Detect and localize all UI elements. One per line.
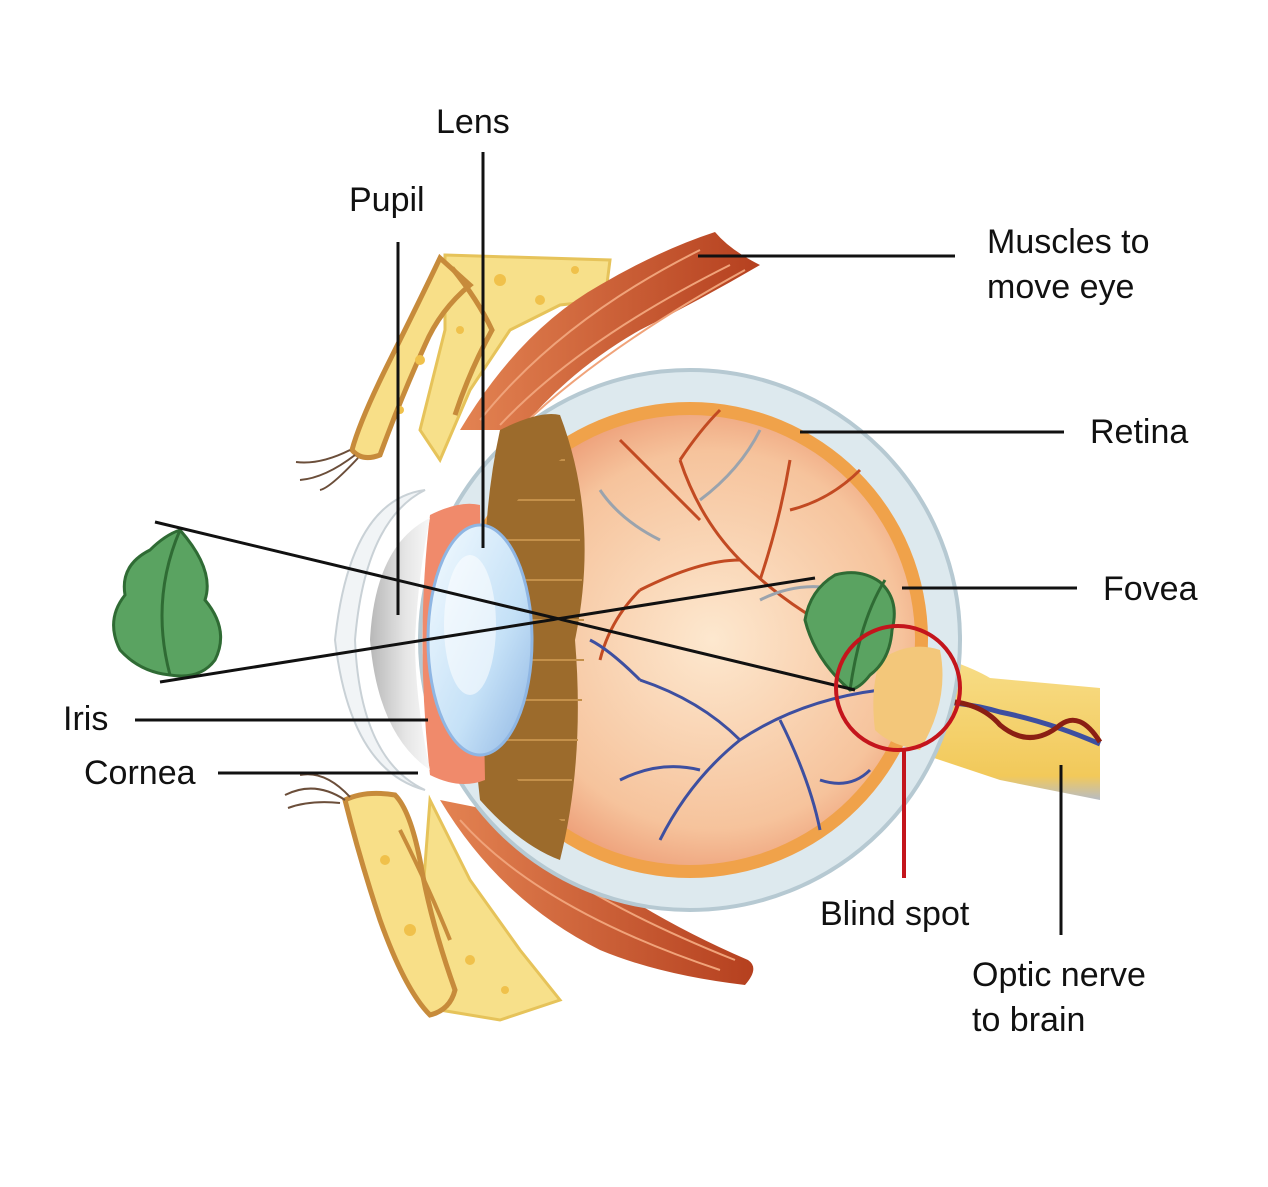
label-lens: Lens	[436, 103, 510, 141]
cornea	[333, 489, 426, 791]
blind-spot-circle	[834, 624, 962, 752]
label-iris: Iris	[63, 700, 109, 738]
label-muscles: Muscles to move eye	[987, 220, 1150, 310]
label-muscles-line2: move eye	[987, 267, 1135, 306]
light-rays	[154, 520, 856, 692]
label-cornea: Cornea	[84, 754, 196, 792]
leader-lines	[135, 152, 1077, 935]
lower-eyelid-bone	[284, 773, 563, 1022]
lens-highlight	[444, 555, 496, 695]
label-optic-line1: Optic nerve	[972, 956, 1146, 994]
object-leaf	[112, 528, 223, 678]
label-fovea: Fovea	[1103, 570, 1198, 608]
upper-eyelid-bone	[295, 253, 612, 491]
label-blind-spot: Blind spot	[820, 895, 970, 933]
upper-muscle	[460, 232, 760, 430]
optic-disc	[873, 646, 943, 750]
label-retina: Retina	[1090, 413, 1189, 451]
retinal-veins	[589, 638, 881, 841]
label-muscles-line1: Muscles to	[987, 223, 1150, 261]
label-optic-line2: to brain	[972, 1000, 1086, 1039]
retinal-image-leaf	[803, 571, 896, 692]
label-optic-nerve: Optic nerve to brain	[972, 953, 1146, 1043]
label-pupil: Pupil	[349, 181, 425, 219]
